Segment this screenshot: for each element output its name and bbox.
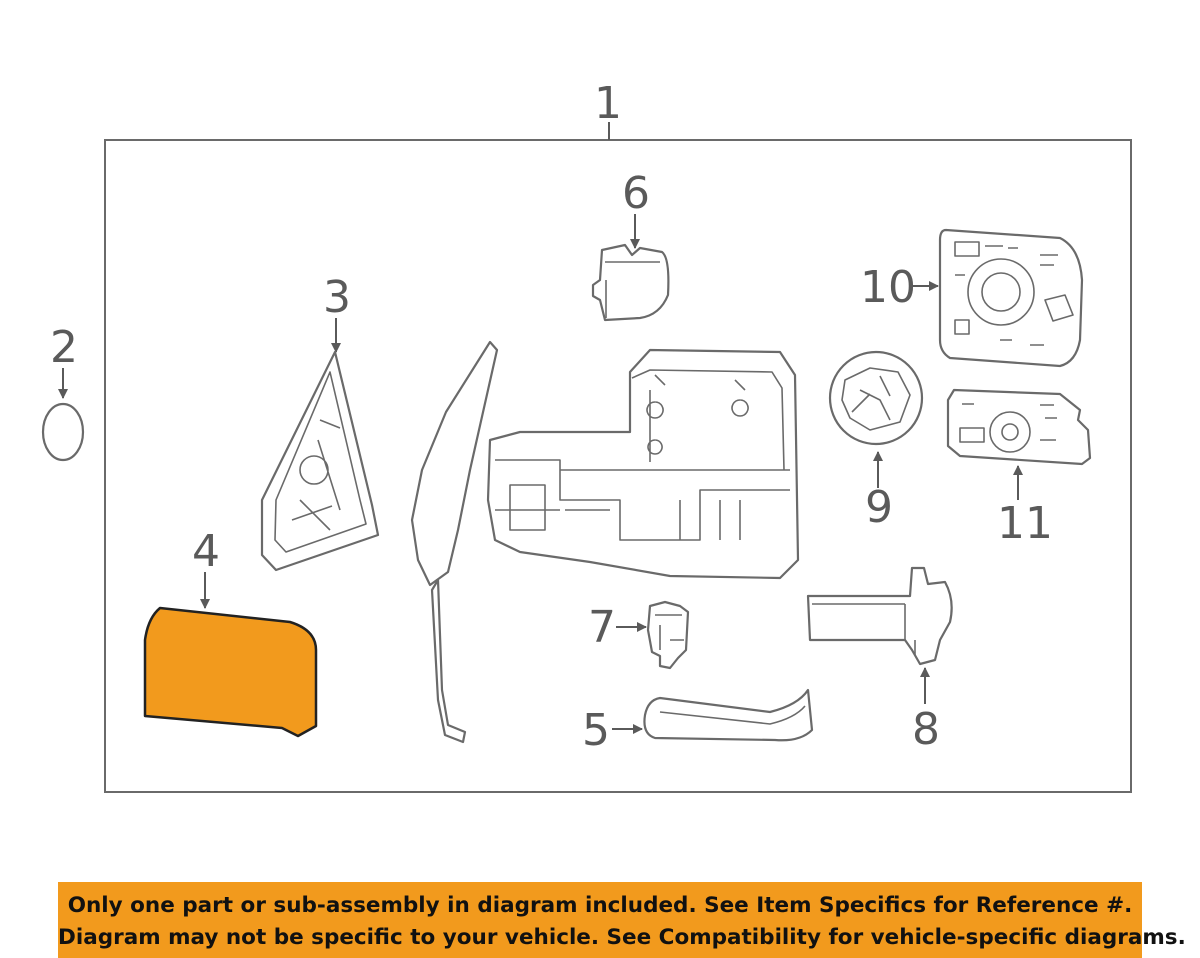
part-10-glass-detail [954, 241, 1074, 346]
callout-8: 8 [912, 704, 940, 755]
part-3-bracket [260, 350, 380, 572]
part-5-trim-strip [643, 688, 814, 742]
part-3-bracket-detail [274, 371, 367, 553]
part-4-mirror-cover [143, 606, 318, 738]
callout-2: 2 [50, 322, 78, 373]
part-10-mirror-glass [938, 228, 1084, 368]
part-8-signal-lamp [806, 566, 953, 666]
part-5-trim-detail [659, 705, 806, 725]
part-9-actuator-detail [841, 367, 911, 431]
callout-9: 9 [865, 482, 893, 533]
callout-4: 4 [192, 526, 220, 577]
callout-7: 7 [588, 602, 616, 653]
disclaimer-line-1: Only one part or sub-assembly in diagram… [67, 893, 1133, 918]
part-11-plate-detail [959, 403, 1057, 453]
part-6-cap-detail [605, 261, 660, 318]
parts-diagram: 1 2 3 4 5 6 7 8 9 10 11 [41, 78, 1132, 793]
callout-3: 3 [323, 272, 351, 323]
assembly-frame [104, 139, 1132, 793]
main-mirror-assembly [410, 340, 800, 744]
callout-6: 6 [622, 168, 650, 219]
callout-10: 10 [860, 262, 916, 313]
part-2-seal [41, 402, 85, 462]
callout-1: 1 [594, 78, 622, 129]
part-7-clip-detail [655, 614, 684, 650]
callout-11: 11 [997, 498, 1053, 549]
part-6-cap [591, 243, 670, 322]
disclaimer-line-2: Diagram may not be specific to your vehi… [58, 925, 1186, 950]
part-8-lamp-detail [812, 603, 916, 655]
part-11-backing-plate [946, 388, 1092, 466]
disclaimer-banner: Only one part or sub-assembly in diagram… [58, 882, 1186, 958]
callout-5: 5 [582, 705, 610, 756]
part-7-clip [646, 600, 690, 670]
